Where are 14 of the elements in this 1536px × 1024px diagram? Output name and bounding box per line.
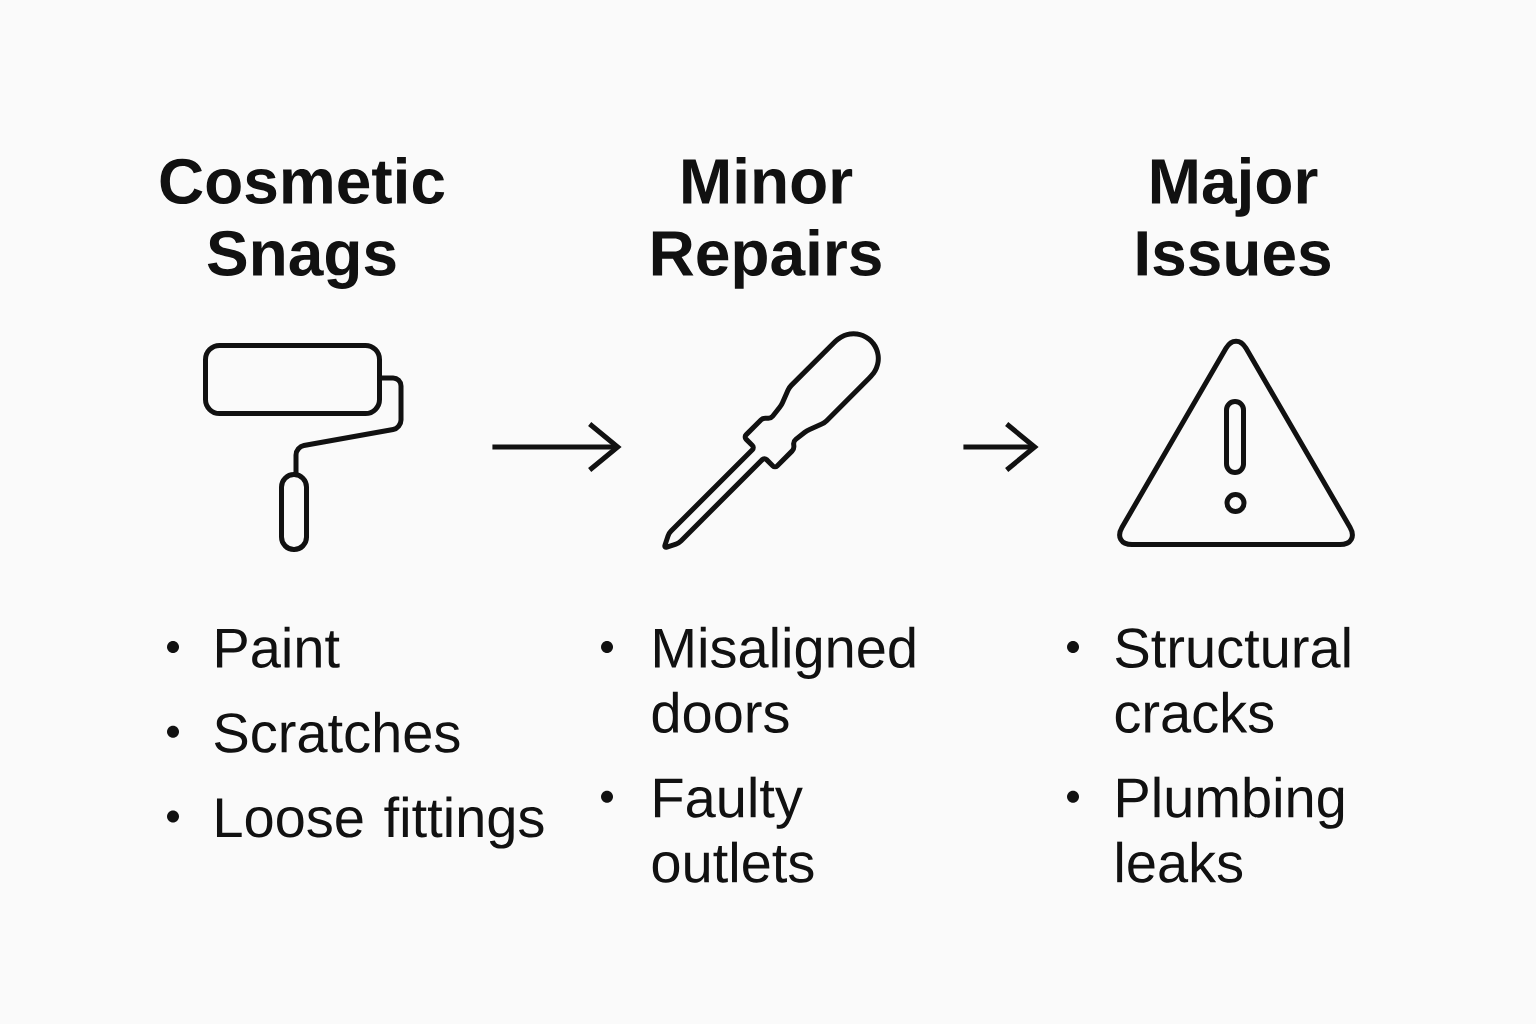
list-item: Paint xyxy=(217,626,340,668)
list-item: Scratches xyxy=(214,711,460,753)
column-heading: Cosmetic Snags xyxy=(160,157,445,289)
column-heading: Major Issues xyxy=(1137,157,1330,277)
arrow xyxy=(492,422,622,472)
list-item: Misaligned doors xyxy=(652,626,915,733)
list-item: Structural cracks xyxy=(1115,626,1350,733)
list-item: Plumbing leaks xyxy=(1117,776,1344,883)
warning-triangle-icon xyxy=(1117,338,1355,547)
paint-roller-icon xyxy=(203,343,404,552)
screwdriver-icon xyxy=(662,331,881,550)
list-item: Loose fittings xyxy=(217,796,544,849)
list-item: Faulty outlets xyxy=(652,776,814,883)
column-heading: Minor Repairs xyxy=(652,157,881,289)
